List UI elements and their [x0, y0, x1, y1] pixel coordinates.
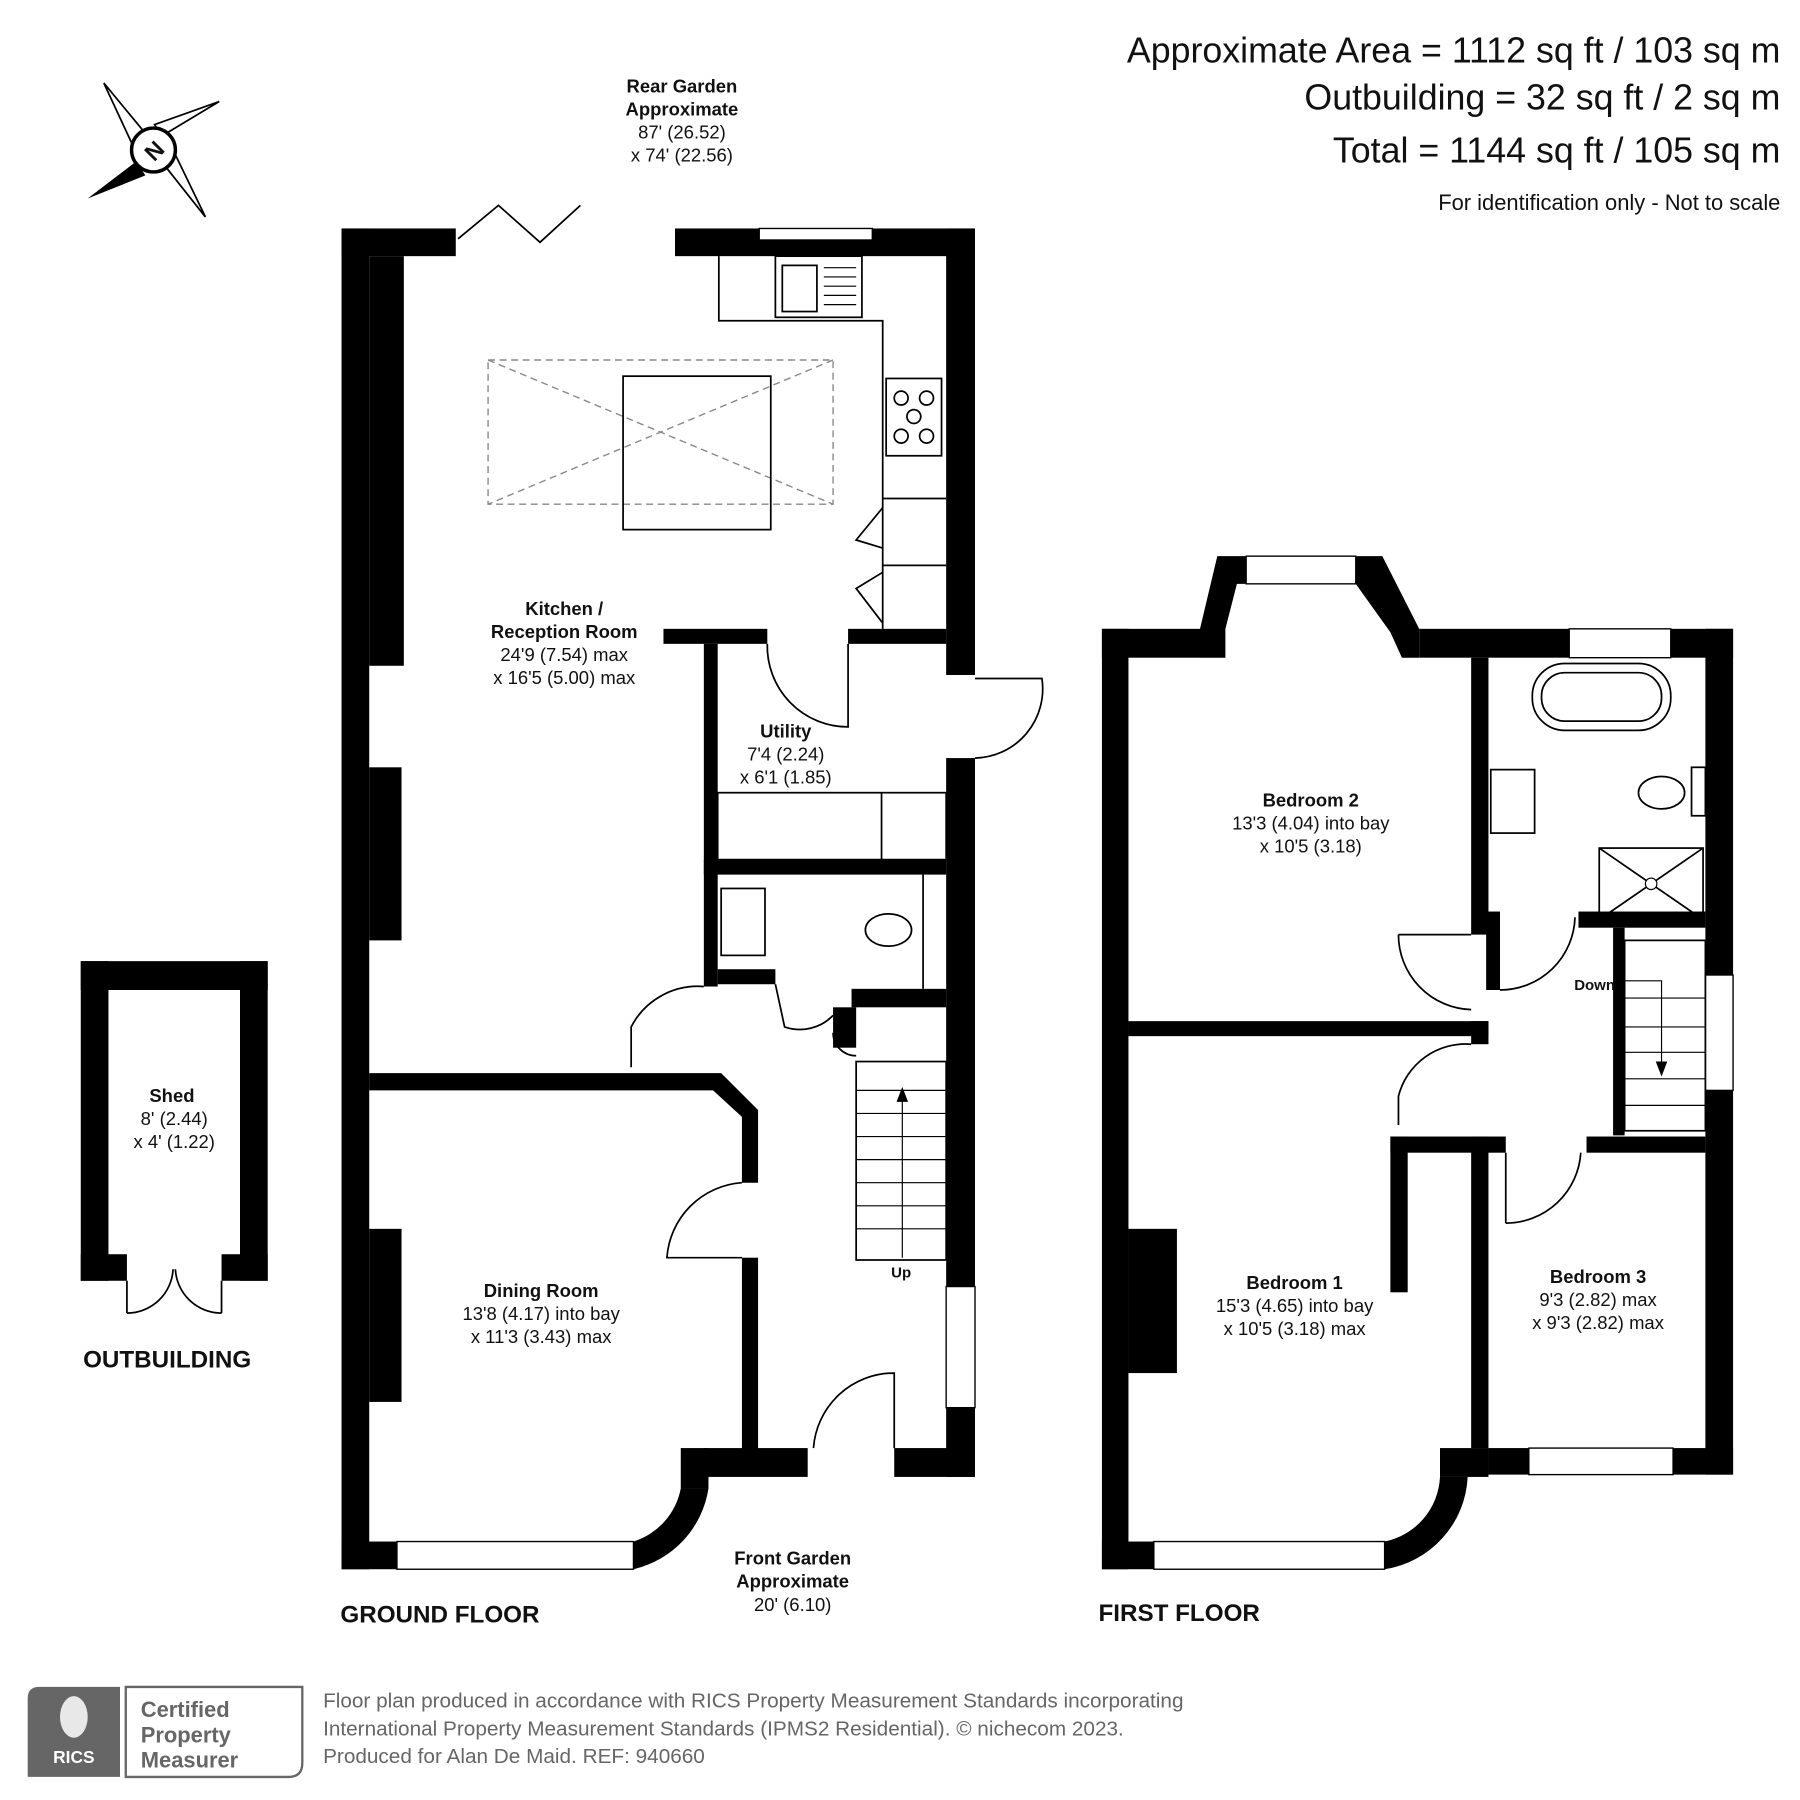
svg-text:Property: Property [141, 1722, 232, 1747]
first-floor-plan: Down [1101, 555, 1734, 1570]
svg-text:x 10'5 (3.18) max: x 10'5 (3.18) max [1224, 1318, 1367, 1339]
svg-text:x 10'5 (3.18): x 10'5 (3.18) [1260, 836, 1362, 857]
svg-text:Produced for Alan De Maid. R: Produced for Alan De Maid. REF: 940660 [323, 1745, 705, 1768]
hob-icon [885, 377, 943, 457]
wc-basin-icon [720, 887, 766, 957]
basin-icon [1489, 768, 1536, 834]
skylight [487, 359, 834, 505]
stairs-up-label: Up [891, 1264, 911, 1281]
disclaimer: For identification only - Not to scale [1438, 190, 1780, 215]
svg-text:Front Garden: Front Garden [734, 1548, 851, 1569]
svg-text:Rear Garden: Rear Garden [627, 75, 738, 96]
svg-text:Bedroom 3: Bedroom 3 [1550, 1266, 1646, 1287]
area-summary: Approximate Area = 1112 sq ft / 103 sq m… [1127, 30, 1780, 215]
footer-text: Floor plan produced in accordance with R… [323, 1690, 1183, 1768]
svg-text:8' (2.44): 8' (2.44) [141, 1108, 208, 1129]
svg-text:9'3 (2.82) max: 9'3 (2.82) max [1539, 1289, 1657, 1310]
svg-text:20' (6.10): 20' (6.10) [754, 1594, 831, 1615]
toilet-icon [1637, 766, 1707, 817]
outbuilding-label: OUTBUILDING [83, 1346, 251, 1373]
bath-icon [1531, 662, 1672, 732]
stairs-down-label: Down [1574, 977, 1615, 994]
svg-text:x 4' (1.22): x 4' (1.22) [133, 1131, 214, 1152]
svg-text:Bedroom 1: Bedroom 1 [1246, 1272, 1342, 1293]
svg-text:International Property Measure: International Property Measurement Stand… [323, 1717, 1124, 1740]
svg-text:x 11'3 (3.43) max: x 11'3 (3.43) max [471, 1326, 612, 1347]
approx-area: Approximate Area = 1112 sq ft / 103 sq m [1127, 30, 1780, 70]
svg-text:x 16'5 (5.00) max: x 16'5 (5.00) max [493, 667, 636, 688]
svg-text:x 6'1 (1.85): x 6'1 (1.85) [740, 766, 832, 787]
room-bedroom-1: Bedroom 1 15'3 (4.65) into bay x 10'5 (3… [1216, 1272, 1374, 1339]
svg-text:Dining Room: Dining Room [484, 1280, 599, 1301]
svg-text:7'4 (2.24): 7'4 (2.24) [747, 743, 824, 764]
svg-text:Approximate: Approximate [626, 98, 739, 119]
toilet-icon [864, 912, 913, 948]
stairs-down [1623, 939, 1707, 1132]
room-shed: Shed 8' (2.44) x 4' (1.22) [133, 1085, 214, 1152]
svg-text:Utility: Utility [760, 720, 812, 741]
first-floor-label: FIRST FLOOR [1098, 1600, 1259, 1627]
outbuilding-plan [80, 961, 268, 1314]
svg-text:13'8 (4.17) into bay: 13'8 (4.17) into bay [462, 1303, 620, 1324]
svg-text:Approximate: Approximate [736, 1571, 849, 1592]
kitchen-island [622, 375, 772, 531]
svg-text:15'3 (4.65) into bay: 15'3 (4.65) into bay [1216, 1295, 1374, 1316]
rear-garden-label: Rear Garden Approximate 87' (26.52) x 74… [626, 75, 739, 165]
svg-text:Measurer: Measurer [141, 1748, 239, 1773]
svg-text:87' (26.52): 87' (26.52) [638, 121, 726, 142]
room-bedroom-3: Bedroom 3 9'3 (2.82) max x 9'3 (2.82) ma… [1532, 1266, 1664, 1333]
svg-text:Kitchen /: Kitchen / [525, 598, 603, 619]
front-garden-label: Front Garden Approximate 20' (6.10) [734, 1548, 851, 1615]
stairs-up [855, 1060, 948, 1261]
outbuilding-area: Outbuilding = 32 sq ft / 2 sq m [1304, 78, 1780, 118]
svg-text:Floor plan produced in accorda: Floor plan produced in accordance with R… [323, 1690, 1183, 1713]
compass-icon: N [87, 82, 220, 218]
ground-floor-plan: Up [341, 204, 1044, 1570]
room-utility: Utility 7'4 (2.24) x 6'1 (1.85) [740, 720, 832, 787]
room-dining: Dining Room 13'8 (4.17) into bay x 11'3 … [462, 1280, 620, 1347]
svg-text:Shed: Shed [149, 1085, 194, 1106]
svg-text:Bedroom 2: Bedroom 2 [1263, 790, 1359, 811]
svg-text:x 74' (22.56): x 74' (22.56) [631, 145, 733, 166]
room-kitchen: Kitchen / Reception Room 24'9 (7.54) max… [491, 598, 638, 688]
svg-text:Reception Room: Reception Room [491, 621, 638, 642]
bifold-door [457, 204, 581, 244]
svg-text:RICS: RICS [53, 1747, 94, 1767]
svg-text:Certified: Certified [141, 1697, 230, 1722]
sink-icon [774, 255, 863, 319]
rics-badge: RICS Certified Property Measurer [27, 1685, 304, 1779]
ground-floor-label: GROUND FLOOR [340, 1601, 539, 1628]
lion-icon [60, 1696, 88, 1738]
total-area: Total = 1144 sq ft / 105 sq m [1333, 131, 1780, 171]
shower-icon [1598, 847, 1704, 921]
svg-text:x 9'3 (2.82) max: x 9'3 (2.82) max [1532, 1312, 1664, 1333]
svg-text:13'3 (4.04) into bay: 13'3 (4.04) into bay [1232, 813, 1390, 834]
room-bedroom-2: Bedroom 2 13'3 (4.04) into bay x 10'5 (3… [1232, 790, 1390, 857]
svg-text:24'9 (7.54) max: 24'9 (7.54) max [500, 644, 628, 665]
